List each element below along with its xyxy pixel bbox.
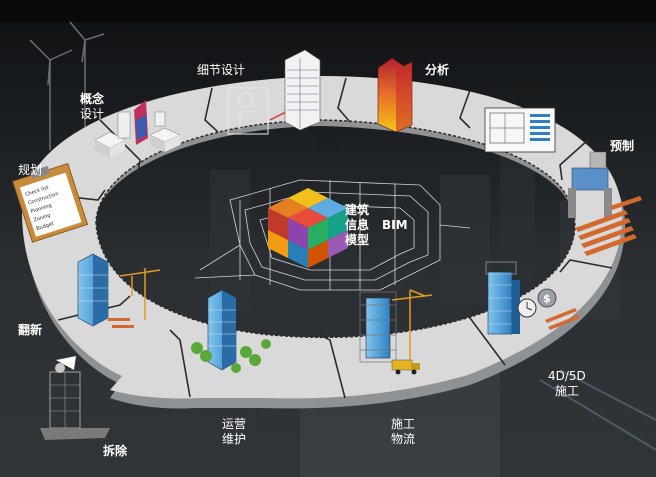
label-operation-line-1: 运营 <box>222 417 246 431</box>
4d5d-tower-icon <box>485 261 520 335</box>
demolition-ruins-icon <box>40 355 110 440</box>
wind-turbine-icon <box>29 21 105 150</box>
label-prefab: 预制 <box>610 138 634 153</box>
renovation-tower-icon <box>77 253 109 327</box>
ring-caption: 可视化 <box>313 140 337 150</box>
logistics-crane-icon <box>391 289 433 365</box>
label-planning: 规划 <box>18 162 42 177</box>
label-logistics-line-2: 物流 <box>391 432 415 446</box>
lifecycle-ring <box>22 76 626 409</box>
operation-building-icon <box>207 289 237 371</box>
trees-icon <box>191 339 271 373</box>
label-4d5d-line-1: 4D/5D <box>548 369 586 383</box>
prefab-beams-icon <box>575 196 642 256</box>
center-label: 建筑 信息 模型 BIM <box>344 202 408 247</box>
label-analysis: 分析 <box>425 62 449 77</box>
center-cn-line-3: 模型 <box>345 232 369 247</box>
label-concept-line-1: 概念 <box>80 91 104 106</box>
label-operation-line-2: 维护 <box>222 432 246 446</box>
svg-text:$: $ <box>543 292 551 305</box>
ring-surface <box>22 76 623 399</box>
money-icon: $ <box>537 288 557 308</box>
analysis-heatmap-tower-icon <box>377 57 413 133</box>
label-4d5d-line-2: 施工 <box>555 384 579 398</box>
label-drawing: 出图 <box>517 82 541 97</box>
planning-clipboard-icon: Check list Construction Planning Zoning … <box>12 162 89 243</box>
label-demolition: 拆除 <box>103 443 128 458</box>
label-logistics-line-1: 施工 <box>391 417 415 431</box>
label-detail-design: 细节设计 <box>197 63 245 77</box>
detail-design-tower-icon <box>284 49 321 131</box>
clock-icon <box>517 298 537 318</box>
center-en-label: BIM <box>382 218 408 232</box>
clipboard-line-5: Budget <box>36 221 55 232</box>
center-cn-line-2: 信息 <box>345 217 369 232</box>
clipboard-line-4: Zoning <box>33 213 51 224</box>
top-bar <box>0 0 656 22</box>
label-renovation: 翻新 <box>18 322 42 337</box>
logistics-scaffold-tower-icon <box>359 291 397 363</box>
renovation-beams-icon <box>108 318 134 328</box>
drawing-sheet-icon <box>484 107 556 153</box>
concept-design-blocks-icon <box>94 100 181 158</box>
truck-icon <box>391 359 420 375</box>
renovation-crane-icon <box>119 268 161 320</box>
prefab-machine-icon <box>568 151 612 218</box>
bim-cube-icon <box>268 188 348 268</box>
center-cn-line-1: 建筑 <box>344 202 369 217</box>
label-concept-line-2: 设计 <box>80 107 104 121</box>
center-wireframe-building <box>194 179 471 291</box>
4d5d-beams-icon <box>545 308 580 330</box>
stage-labels: 细节设计 分析 出图 预制 4D/5D 施工 施工 物流 运营 维护 拆除 翻新… <box>18 62 634 458</box>
